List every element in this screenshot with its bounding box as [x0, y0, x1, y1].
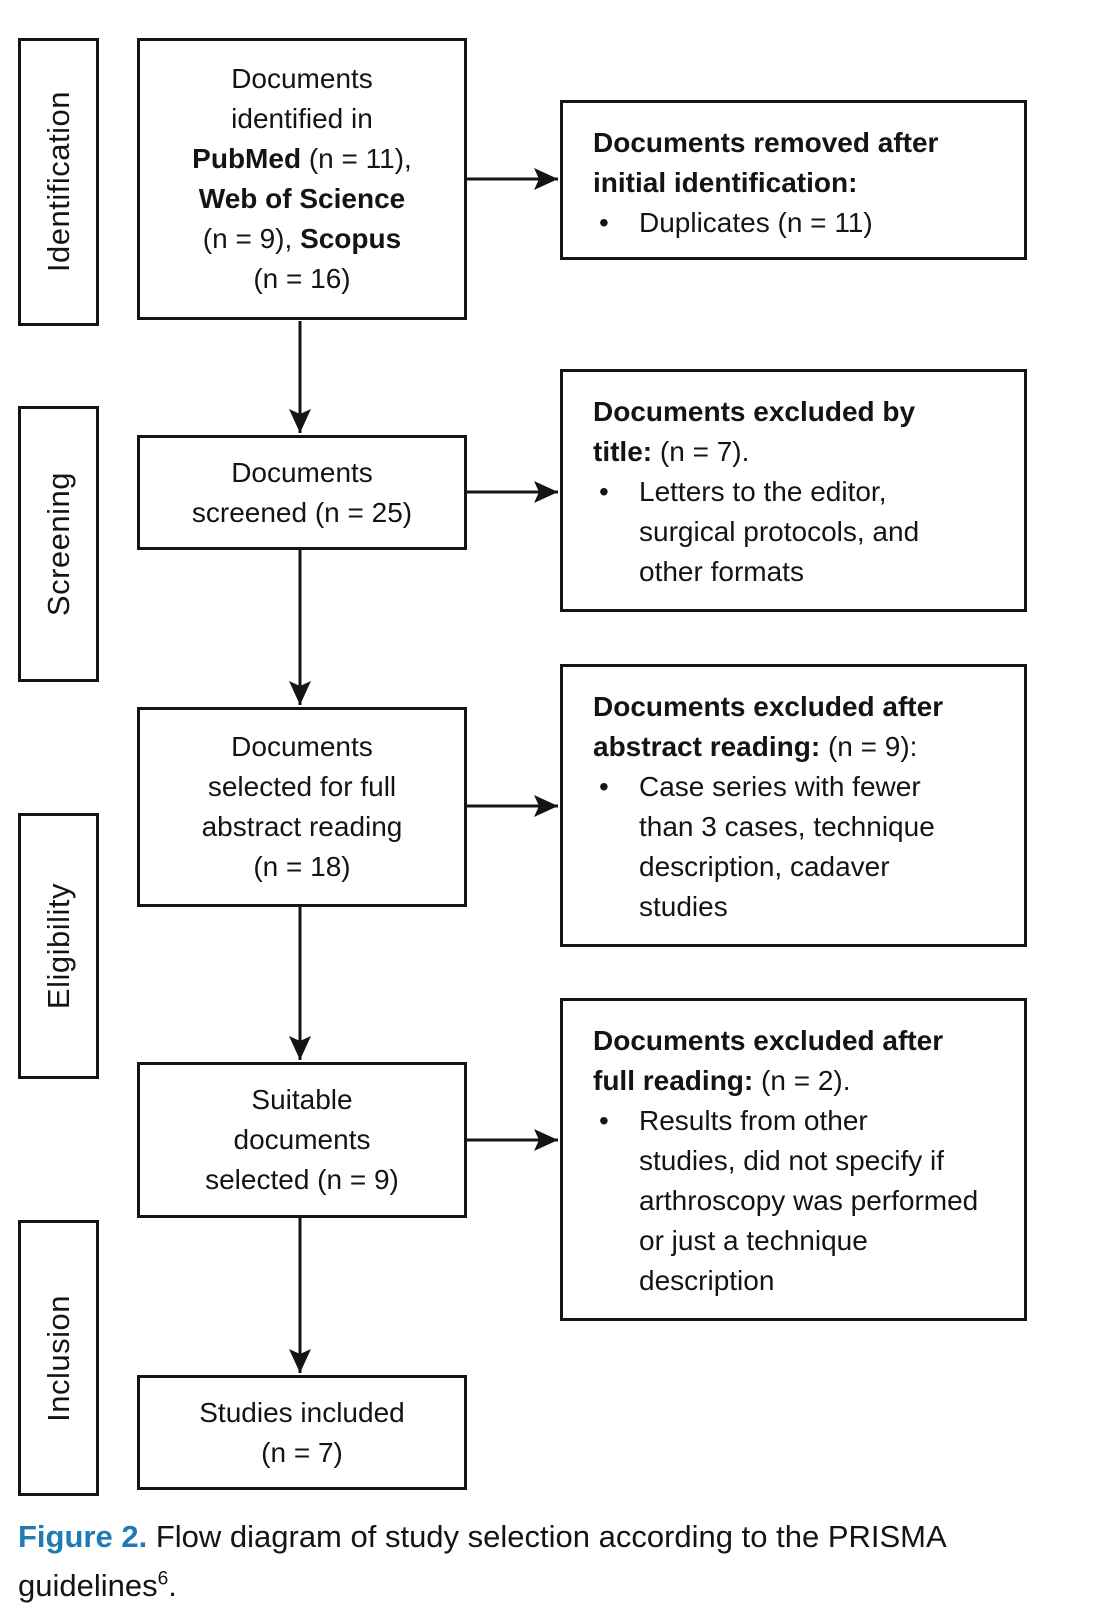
stage-label-identification: Identification: [18, 38, 99, 326]
bullet-item: • Results from other studies, did not sp…: [593, 1101, 1010, 1301]
figure-caption: Figure 2. Flow diagram of study selectio…: [18, 1519, 945, 1603]
flow-box-text: Studies included (n = 7): [199, 1396, 405, 1468]
exclusion-box-removed-initial: Documents removed after initial identifi…: [560, 100, 1027, 260]
stage-label-text: Eligibility: [40, 882, 76, 1010]
stage-label-screening: Screening: [18, 406, 99, 682]
bullet-text: Results from other studies, did not spec…: [639, 1105, 979, 1296]
flow-box-text: Suitable documents selected (n = 9): [205, 1084, 399, 1195]
flow-box-text: Documents identified in PubMed (n = 11),…: [192, 63, 412, 294]
flow-box-documents-screened: Documents screened (n = 25): [137, 435, 467, 550]
flow-box-suitable-documents: Suitable documents selected (n = 9): [137, 1062, 467, 1218]
bullet-dot: •: [599, 771, 609, 802]
exclusion-title: Documents excluded after abstract readin…: [593, 691, 944, 762]
bullet-text: Duplicates (n = 11): [639, 207, 873, 238]
stage-label-text: Screening: [40, 471, 76, 617]
exclusion-box-after-abstract: Documents excluded after abstract readin…: [560, 664, 1027, 947]
bullet-text: Case series with fewer than 3 cases, tec…: [639, 771, 935, 922]
flow-box-documents-identified: Documents identified in PubMed (n = 11),…: [137, 38, 467, 320]
flow-box-text: Documents screened (n = 25): [191, 456, 413, 528]
stage-label-text: Identification: [40, 91, 76, 273]
bullet-dot: •: [599, 1105, 609, 1136]
flow-box-text: Documents selected for full abstract rea…: [201, 731, 403, 882]
exclusion-box-by-title: Documents excluded by title: (n = 7). • …: [560, 369, 1027, 612]
bullet-item: • Case series with fewer than 3 cases, t…: [593, 767, 1010, 927]
exclusion-title: Documents removed after initial identifi…: [593, 127, 939, 198]
flow-box-full-abstract-reading: Documents selected for full abstract rea…: [137, 707, 467, 907]
bullet-text: Letters to the editor, surgical protocol…: [639, 476, 920, 587]
flow-box-studies-included: Studies included (n = 7): [137, 1375, 467, 1490]
stage-label-text: Inclusion: [40, 1294, 76, 1422]
bullet-item: • Duplicates (n = 11): [593, 203, 1010, 243]
bullet-dot: •: [599, 476, 609, 507]
stage-label-eligibility: Eligibility: [18, 813, 99, 1079]
exclusion-title: Documents excluded by title: (n = 7).: [593, 396, 916, 467]
stage-label-inclusion: Inclusion: [18, 1220, 99, 1496]
exclusion-box-after-full-reading: Documents excluded after full reading: (…: [560, 998, 1027, 1321]
bullet-item: • Letters to the editor, surgical protoc…: [593, 472, 1010, 592]
bullet-dot: •: [599, 207, 609, 238]
exclusion-title: Documents excluded after full reading: (…: [593, 1025, 944, 1096]
